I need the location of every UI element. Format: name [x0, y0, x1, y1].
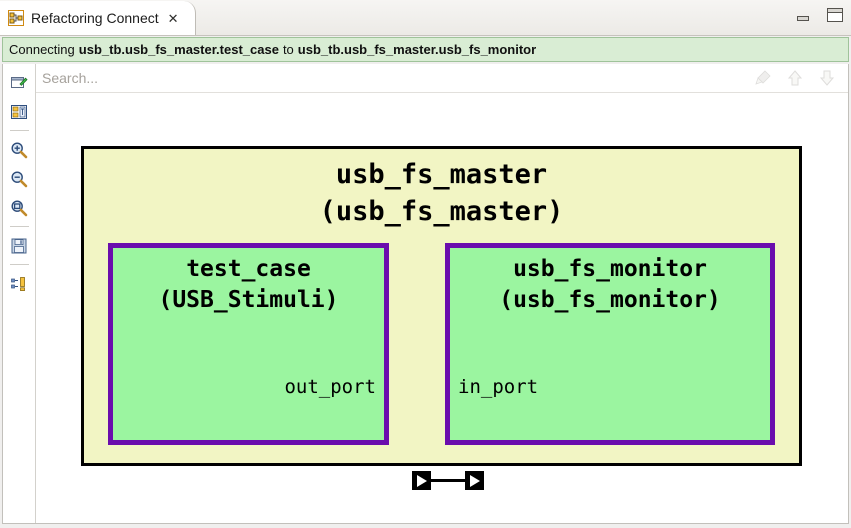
status-middle: to	[282, 42, 294, 57]
zoom-out-icon[interactable]	[7, 166, 31, 191]
component-usb-fs-monitor[interactable]: usb_fs_monitor (usb_fs_monitor) in_port	[445, 243, 775, 445]
properties-icon[interactable]	[7, 99, 31, 124]
separator-1	[9, 130, 29, 131]
connection-out-port-to-in-port[interactable]	[412, 471, 484, 490]
search-input[interactable]	[36, 69, 754, 87]
port-marker-out-port[interactable]	[412, 471, 431, 490]
arrow-down-icon[interactable]	[818, 69, 836, 87]
window-controls	[795, 8, 843, 22]
component-test-case[interactable]: test_case (USB_Stimuli) out_port	[108, 243, 389, 445]
zoom-in-icon[interactable]	[7, 137, 31, 162]
tab-label: Refactoring Connect	[31, 10, 159, 26]
diagram-editor: usb_fs_master (usb_fs_master) test_case (U…	[36, 64, 848, 523]
title-bar: Refactoring Connect ✕	[0, 0, 851, 36]
right-block-name: usb_fs_monitor	[513, 256, 707, 282]
maximize-icon[interactable]	[827, 8, 843, 22]
separator-2	[9, 226, 29, 227]
zoom-fit-icon[interactable]	[7, 195, 31, 220]
left-block-title: test_case (USB_Stimuli)	[113, 254, 384, 315]
port-label-in-port[interactable]: in_port	[458, 376, 539, 398]
diagram-icon	[8, 10, 24, 26]
left-block-type: (USB_Stimuli)	[158, 286, 339, 313]
search-row	[36, 64, 848, 93]
status-bar: Connecting usb_tb.usb_fs_master.test_cas…	[2, 37, 849, 62]
minimize-icon[interactable]	[795, 9, 811, 21]
separator-3	[9, 264, 29, 265]
outer-block-type: (usb_fs_master)	[319, 195, 564, 227]
close-icon[interactable]: ✕	[167, 10, 179, 26]
status-prefix: Connecting	[9, 42, 75, 57]
vertical-toolbar	[3, 64, 36, 523]
arrow-up-icon[interactable]	[786, 69, 804, 87]
component-usb-fs-master[interactable]: usb_fs_master (usb_fs_master) test_case (U…	[81, 146, 802, 466]
right-block-title: usb_fs_monitor (usb_fs_monitor)	[450, 254, 770, 315]
diagram-canvas[interactable]: usb_fs_master (usb_fs_master) test_case (U…	[36, 94, 848, 523]
outer-block-title: usb_fs_master (usb_fs_master)	[84, 157, 799, 230]
port-label-out-port[interactable]: out_port	[284, 376, 376, 398]
tab-refactoring-connect[interactable]: Refactoring Connect ✕	[0, 1, 196, 35]
save-icon[interactable]	[7, 233, 31, 258]
outer-block-name: usb_fs_master	[335, 159, 548, 190]
search-actions	[754, 69, 848, 87]
clear-icon[interactable]	[754, 69, 772, 87]
status-target: usb_tb.usb_fs_master.usb_fs_monitor	[297, 42, 537, 57]
outline-icon[interactable]	[7, 271, 31, 296]
left-block-name: test_case	[186, 256, 311, 282]
editor-body: usb_fs_master (usb_fs_master) test_case (U…	[2, 64, 849, 524]
port-marker-in-port[interactable]	[465, 471, 484, 490]
right-block-type: (usb_fs_monitor)	[499, 286, 721, 313]
connection-line	[431, 479, 465, 482]
new-diagram-icon[interactable]	[7, 70, 31, 95]
status-source: usb_tb.usb_fs_master.test_case	[78, 42, 279, 57]
